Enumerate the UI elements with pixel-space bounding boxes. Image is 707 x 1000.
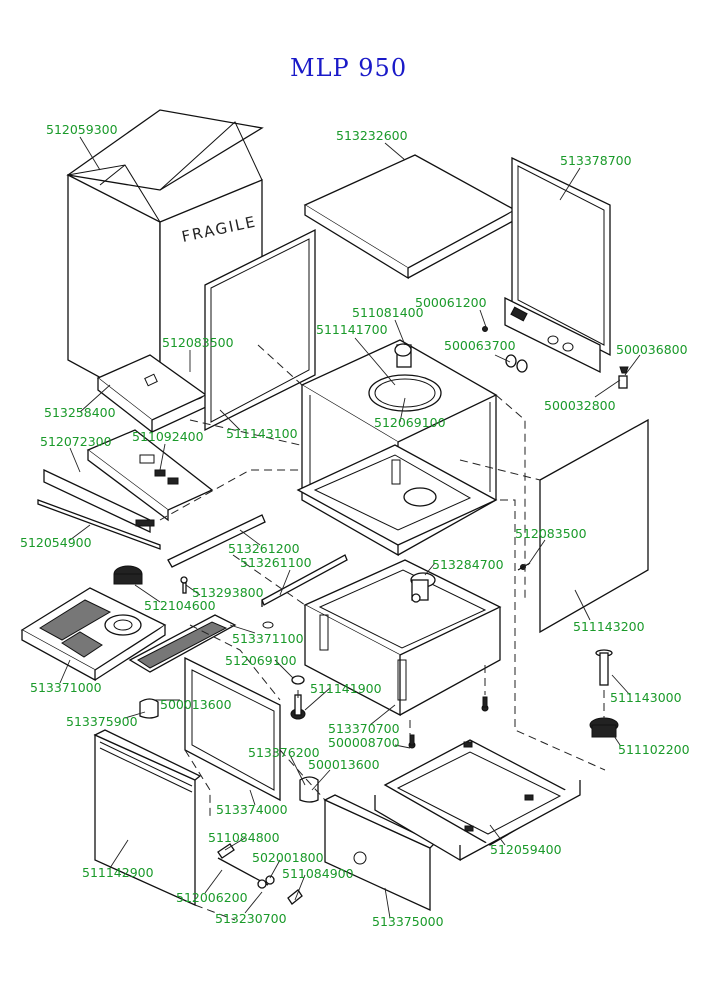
part-label: 500013600 — [308, 757, 380, 772]
part-label: 513375900 — [66, 714, 138, 729]
rails-drawing — [37, 468, 348, 607]
side-panel-right-drawing — [517, 418, 649, 634]
part-label: 512069100 — [374, 415, 446, 430]
back-panel-left-drawing — [204, 228, 316, 432]
pallet-drawing — [374, 739, 581, 862]
part-label: 512104600 — [144, 598, 216, 613]
part-label: 500061200 — [415, 295, 487, 310]
part-label: 513284700 — [432, 557, 504, 572]
part-label: 512054900 — [20, 535, 92, 550]
rear-panel-upper-drawing — [504, 156, 611, 374]
part-label: 513375000 — [372, 914, 444, 929]
rack-tray-drawing — [20, 587, 167, 682]
part-label: 512083500 — [162, 335, 234, 350]
part-label: 511143200 — [573, 619, 645, 634]
door-hardware-drawing — [217, 857, 275, 889]
part-label: 500032800 — [544, 398, 616, 413]
part-label: 513371100 — [232, 631, 304, 646]
part-label: 511084900 — [282, 866, 354, 881]
part-label: 512072300 — [40, 434, 112, 449]
part-label: 512083500 — [515, 526, 587, 541]
part-label: 511143100 — [226, 426, 298, 441]
small-parts-drawing — [290, 675, 306, 720]
part-label: 513374000 — [216, 802, 288, 817]
part-label: 500013600 — [160, 697, 232, 712]
leader-lines — [59, 136, 641, 919]
part-label: 513230700 — [215, 911, 287, 926]
part-label: 513370700 — [328, 721, 400, 736]
feet-drawing — [408, 649, 619, 749]
part-label: 500036800 — [616, 342, 688, 357]
base-tank-drawing — [303, 559, 502, 717]
part-label: 511102200 — [618, 742, 690, 757]
part-label: 511141700 — [316, 322, 388, 337]
assembly-lines — [159, 344, 606, 921]
part-label: 513293800 — [192, 585, 264, 600]
diagram-title: MLP 950 — [290, 54, 407, 82]
door-front-drawing — [93, 729, 202, 907]
part-label: 511143000 — [610, 690, 682, 705]
front-panel-drawing — [323, 794, 437, 912]
part-label: 513378700 — [560, 153, 632, 168]
part-label: 502001800 — [252, 850, 324, 865]
part-label: 513261200 — [228, 541, 300, 556]
part-label: 511141900 — [310, 681, 382, 696]
part-label: 511092400 — [132, 429, 204, 444]
part-label: 511081400 — [352, 305, 424, 320]
part-label: 512059300 — [46, 122, 118, 137]
hinges-drawing — [139, 698, 319, 905]
wash-arm-drawing — [113, 565, 188, 594]
fittings-drawing — [482, 326, 629, 389]
part-label: 500063700 — [444, 338, 516, 353]
part-label: 511142900 — [82, 865, 154, 880]
part-label: 513232600 — [336, 128, 408, 143]
top-panel-drawing — [303, 154, 517, 280]
part-label: 513371000 — [30, 680, 102, 695]
part-label: 500008700 — [328, 735, 400, 750]
lid-drawing — [96, 354, 208, 434]
part-label: 512006200 — [176, 890, 248, 905]
part-label: 512059400 — [490, 842, 562, 857]
part-label: 513376200 — [248, 745, 320, 760]
part-label: 513258400 — [44, 405, 116, 420]
door-inner-drawing — [184, 656, 281, 802]
filter-tray-drawing — [128, 614, 274, 673]
part-label: 513261100 — [240, 555, 312, 570]
part-labels: 512059300 513232600 513378700 511081400 … — [20, 122, 690, 929]
part-label: 512069100 — [225, 653, 297, 668]
part-label: 511084800 — [208, 830, 280, 845]
upper-frame-drawing — [296, 339, 498, 557]
control-bracket-drawing — [86, 429, 214, 527]
